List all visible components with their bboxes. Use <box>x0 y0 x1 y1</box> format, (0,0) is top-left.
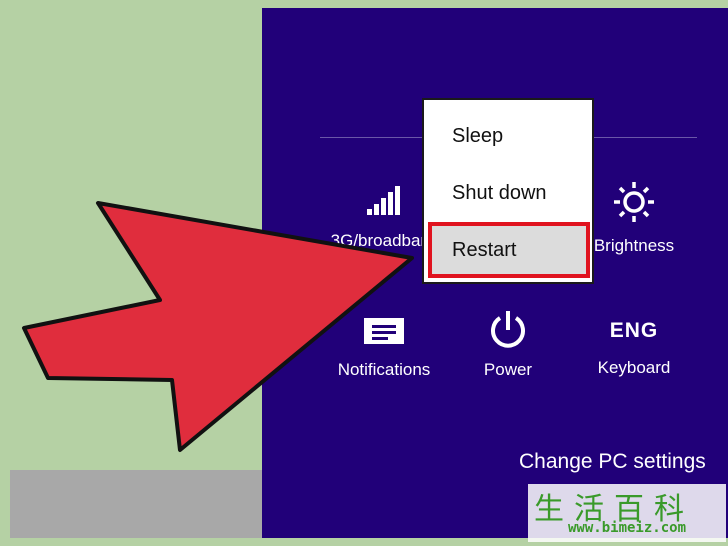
sun-icon <box>614 182 654 222</box>
power-label: Power <box>483 360 533 379</box>
notifications-label: Notifications <box>337 360 431 379</box>
sleep-option[interactable]: Sleep <box>452 125 504 147</box>
restart-option[interactable]: Restart <box>428 222 590 278</box>
keyboard-eng-icon: ENG <box>609 319 659 342</box>
notifications-icon <box>364 318 404 344</box>
notifications-tile[interactable]: Notifications <box>330 315 438 385</box>
power-tile[interactable]: Power <box>470 308 546 386</box>
power-icon <box>491 311 525 348</box>
watermark: 生活百科 www.bimeiz.com <box>528 484 726 542</box>
keyboard-label: Keyboard <box>597 358 671 377</box>
change-pc-settings-link[interactable]: Change PC settings <box>519 450 706 473</box>
keyboard-tile[interactable]: ENG Keyboard <box>592 316 676 386</box>
network-tile[interactable]: 3G/broadband <box>330 183 440 263</box>
network-label: 3G/broadband <box>330 231 440 250</box>
brightness-tile[interactable]: Brightness <box>588 180 680 260</box>
watermark-text: 生活百科 <box>534 492 694 527</box>
signal-bars-icon <box>367 186 400 215</box>
watermark-url: www.bimeiz.com <box>568 520 687 536</box>
shut-down-option[interactable]: Shut down <box>452 182 547 204</box>
power-options-menu: Sleep Shut down Restart <box>422 98 594 284</box>
taskbar-area <box>10 470 266 538</box>
brightness-label: Brightness <box>593 236 675 255</box>
